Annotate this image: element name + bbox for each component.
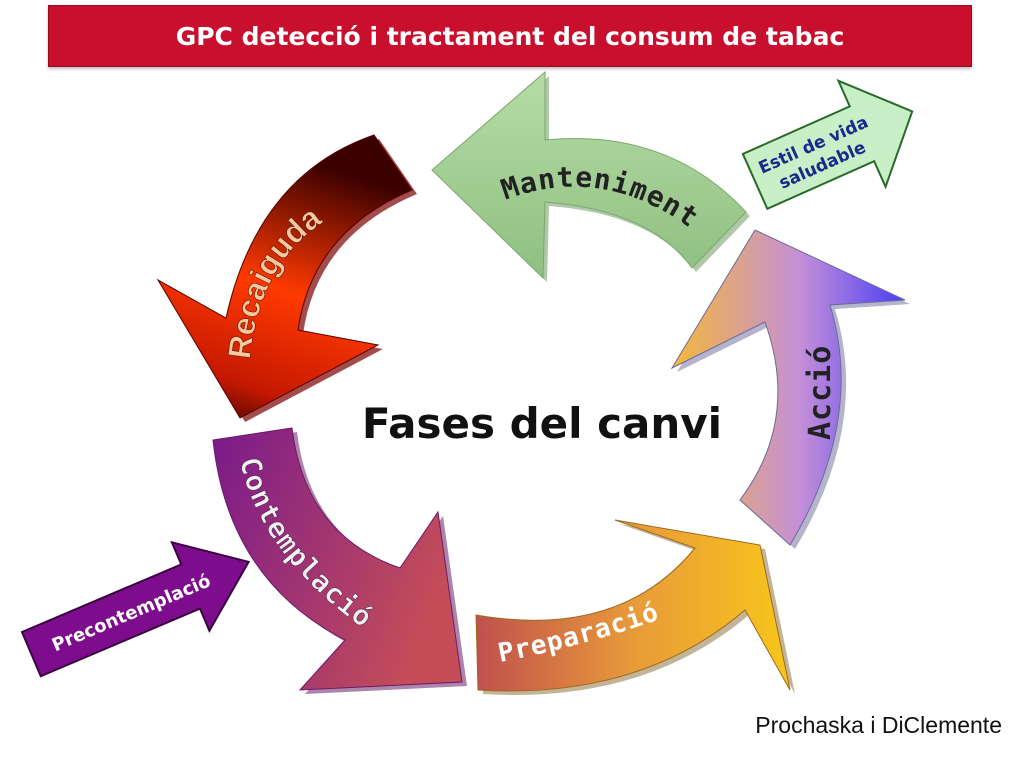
recaiguda-arrow: Recaiguda — [156, 134, 417, 422]
preparacio-arrow: Preparació — [475, 519, 795, 695]
precontemplacio-arrow: Precontemplació — [20, 540, 251, 678]
center-label: Fases del canvi — [362, 399, 722, 448]
title-bar: GPC detecció i tractament del consum de … — [48, 5, 972, 67]
accio-label: Acció — [803, 345, 838, 440]
attribution: Prochaska i DiClemente — [755, 712, 1002, 738]
slide-title: GPC detecció i tractament del consum de … — [175, 21, 845, 51]
contemplacio-arrow: Contemplació — [212, 427, 467, 694]
estil-de-vida-arrow: Estil de vida saludable — [741, 78, 914, 211]
accio-arrow: Acció — [670, 229, 910, 549]
manteniment-arrow: Manteniment — [431, 70, 750, 282]
